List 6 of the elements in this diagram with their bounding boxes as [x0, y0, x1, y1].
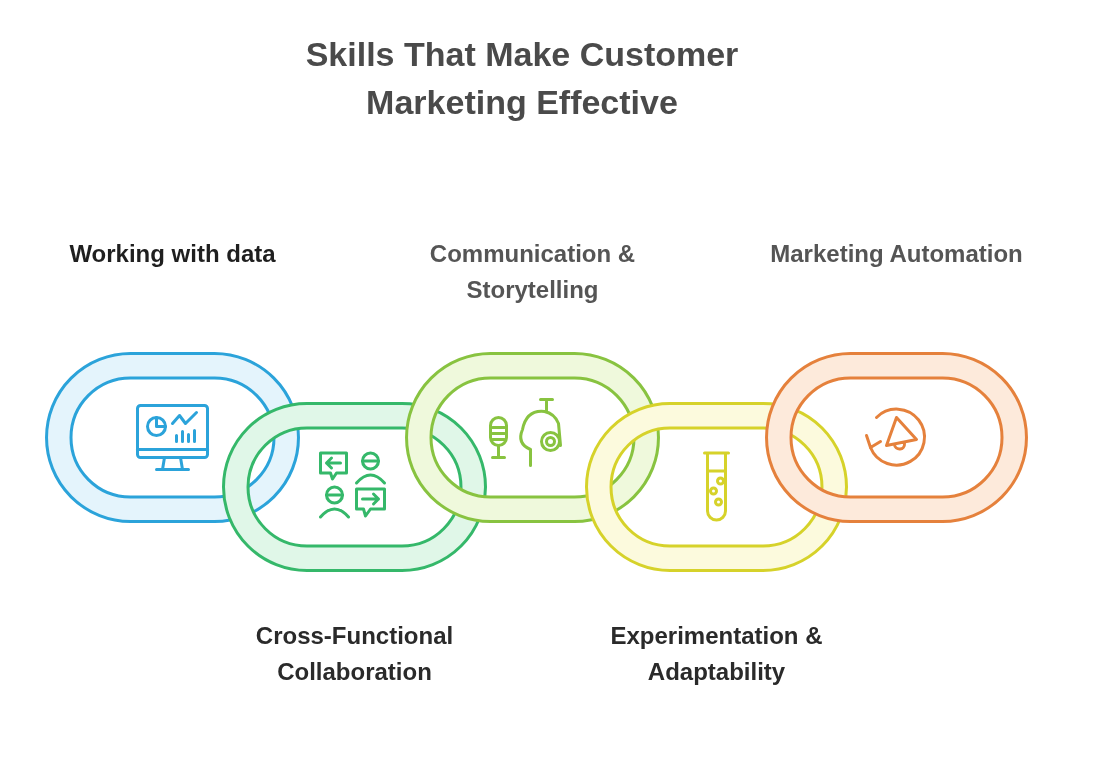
- skill-label: Cross-Functional Collaboration: [254, 621, 455, 687]
- skill-label: Communication & Storytelling: [428, 239, 637, 305]
- skill-label: Marketing Automation: [769, 239, 1024, 269]
- diagram-title: Skills That Make Customer Marketing Effective: [304, 34, 740, 123]
- skill-label: Experimentation & Adaptability: [609, 621, 824, 687]
- skill-label: Working with data: [68, 239, 277, 269]
